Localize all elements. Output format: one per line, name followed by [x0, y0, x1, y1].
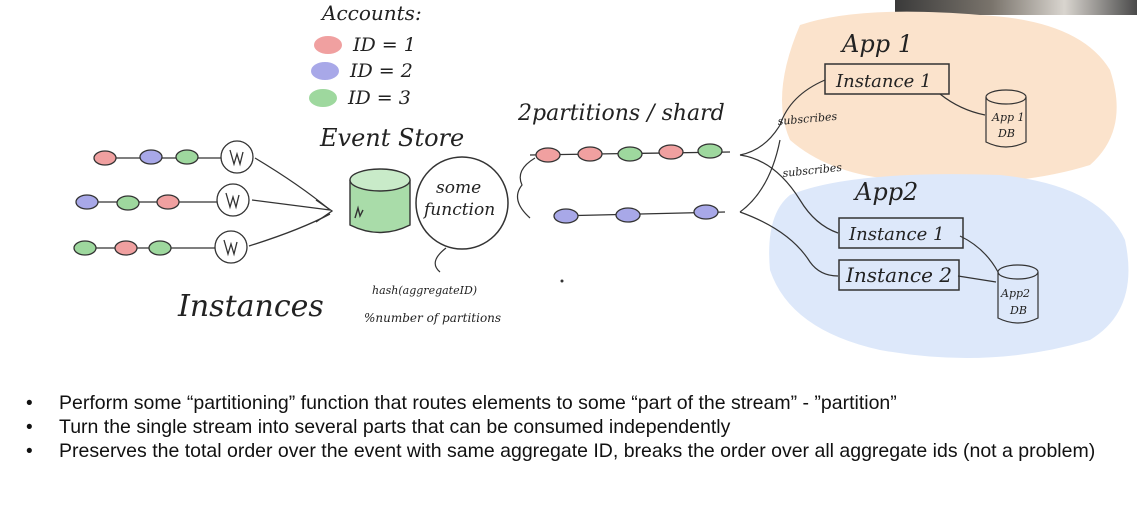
subscribes-label-2: subscribes [782, 161, 843, 180]
app2-title: App2 [853, 178, 918, 206]
bullet-item: Perform some “partitioning” function tha… [26, 392, 1126, 415]
app2-instance2-box [838, 259, 960, 291]
app2-db-cylinder [997, 264, 1039, 324]
hash-line-1: hash(aggregateID) [372, 284, 477, 297]
event-store-label: Event Store [319, 124, 464, 152]
function-label-line2: function [422, 200, 495, 220]
app2-db-line1: App2 [1000, 287, 1030, 300]
some-function-circle [415, 156, 509, 250]
bullet-list: Perform some “partitioning” function tha… [26, 392, 1126, 464]
account-dot-3 [309, 89, 337, 107]
hash-connector [434, 247, 447, 273]
webcam-thumbnail [895, 0, 1137, 15]
app1-db-connector [939, 93, 986, 116]
app1-db-cylinder [985, 89, 1027, 148]
app1-db-line2: DB [997, 127, 1015, 140]
partition-2 [553, 204, 726, 224]
event-partitioning-diagram: Accounts: ID = 1 ID = 2 ID = 3 Instances [73, 1, 1129, 358]
app2-db-line2: DB [1009, 304, 1027, 317]
hash-line-2: %number of partitions [364, 311, 501, 325]
app2-instance1-label: Instance 1 [848, 224, 944, 245]
partitions-label: 2partitions / shard [517, 101, 725, 126]
bullet-item: Turn the single stream into several part… [26, 416, 1126, 439]
account-label-3: ID = 3 [347, 87, 411, 109]
instances-to-store-arrows [248, 157, 334, 247]
stray-mark [560, 279, 564, 283]
app1-background [782, 11, 1117, 183]
account-dot-2 [311, 62, 339, 80]
subscribe-connectors [739, 79, 839, 277]
instance-stream-3 [73, 230, 248, 264]
subscribes-label-1: subscribes [777, 110, 838, 128]
instance-stream-2 [75, 183, 250, 217]
function-label-line1: some [436, 178, 481, 198]
bullet-item: Preserves the total order over the event… [26, 440, 1126, 463]
app1-instance-label: Instance 1 [835, 71, 931, 92]
app2-background [769, 174, 1129, 358]
event-store-cylinder [349, 168, 411, 234]
instances-label: Instances [177, 289, 324, 324]
accounts-title: Accounts: [320, 1, 422, 25]
app1-db-line1: App 1 [991, 111, 1025, 124]
account-label-1: ID = 1 [352, 34, 416, 56]
app2-instance1-box [838, 217, 964, 249]
app2-db-connectors [957, 235, 999, 283]
app1-title: App 1 [840, 30, 913, 58]
partition-1 [529, 143, 731, 163]
app1-instance-box [824, 63, 950, 95]
app2-instance2-label: Instance 2 [845, 263, 952, 287]
partition-brace [516, 157, 536, 219]
account-label-2: ID = 2 [349, 60, 413, 82]
account-dot-1 [314, 36, 342, 54]
instance-stream-1 [93, 140, 254, 174]
